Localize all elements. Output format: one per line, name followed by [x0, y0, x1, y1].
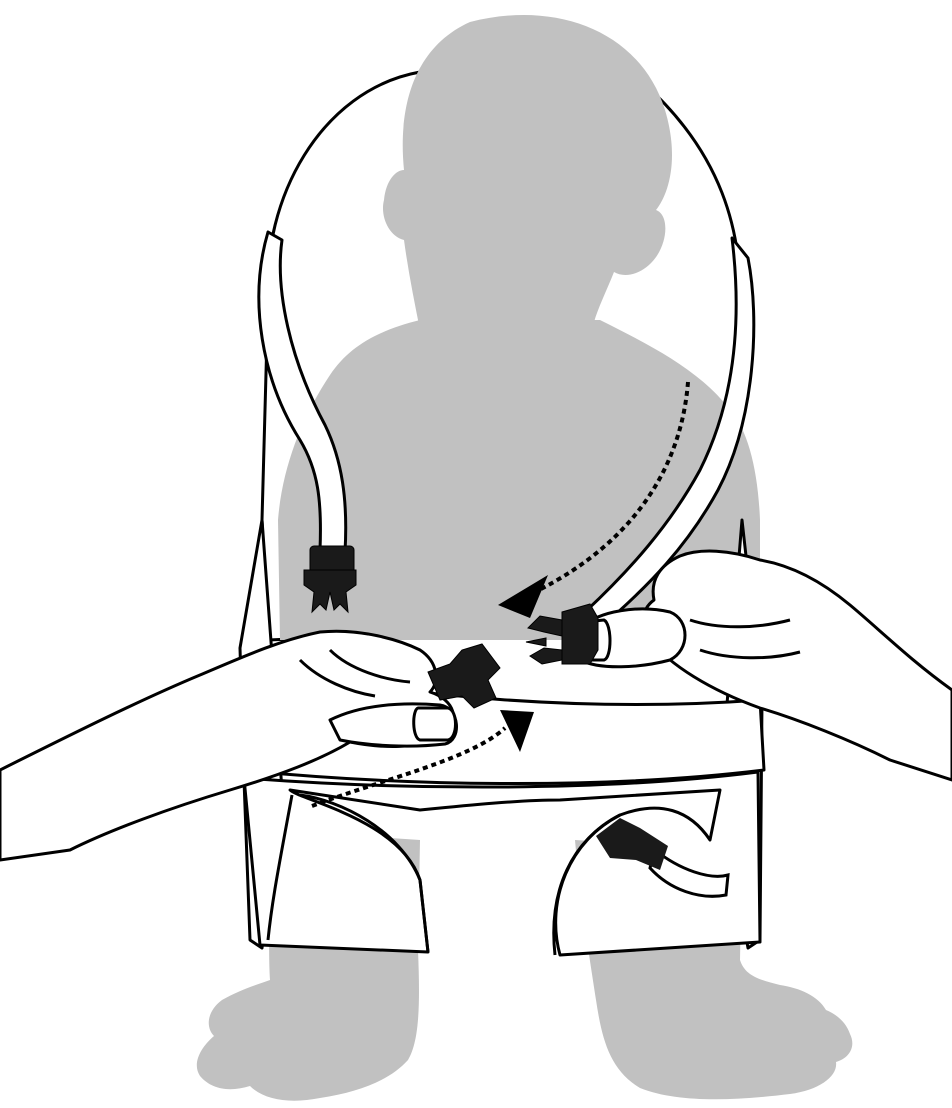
left-hand	[0, 631, 456, 860]
male-buckle-icon	[428, 644, 500, 708]
